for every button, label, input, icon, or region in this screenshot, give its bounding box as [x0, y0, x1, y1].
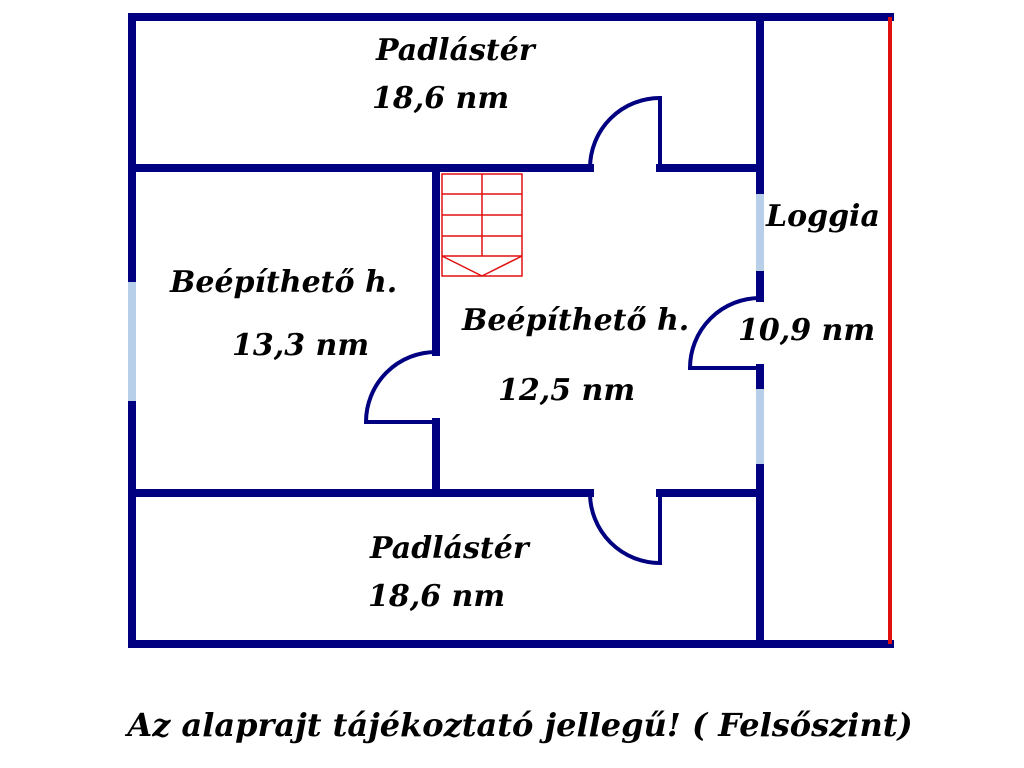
left-room-area: 13,3 nm [232, 328, 369, 363]
left-room-name: Beépíthető h. [169, 265, 397, 300]
door-left [363, 350, 437, 424]
door-bottom [588, 492, 662, 566]
loggia-area: 10,9 nm [738, 313, 875, 348]
walls [128, 13, 894, 648]
door-top [588, 95, 662, 169]
stairs-winder [441, 255, 483, 277]
attic-bottom-name: Padlástér [369, 531, 531, 566]
plan-caption: Az alaprajt tájékoztató jellegű! ( Felső… [127, 706, 913, 744]
attic-top-name: Padlástér [375, 33, 537, 68]
center-room-area: 12,5 nm [498, 373, 635, 408]
loggia-name: Loggia [765, 199, 880, 234]
door-right [687, 296, 761, 370]
doors [363, 95, 761, 566]
staircase [441, 173, 523, 277]
center-room-name: Beépíthető h. [461, 303, 689, 338]
attic-top-area: 18,6 nm [372, 81, 509, 116]
stairs-winder [481, 255, 523, 277]
attic-bottom-area: 18,6 nm [368, 579, 505, 614]
windows [128, 190, 764, 468]
